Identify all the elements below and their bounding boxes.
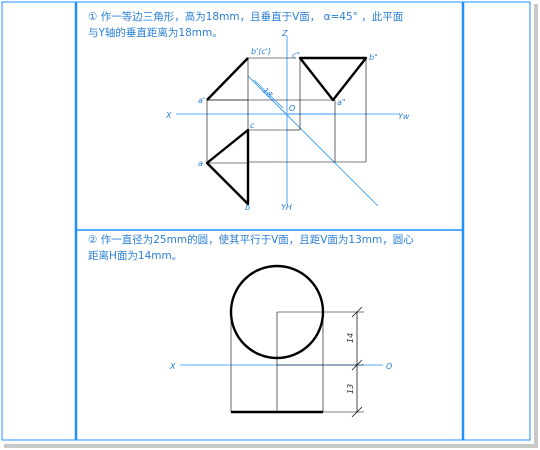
label-p2-x: X — [169, 362, 176, 371]
problem2-text-line2: 距离H面为14mm。 — [88, 250, 183, 262]
label-p2-o: O — [386, 362, 392, 371]
label-c: c — [250, 121, 255, 130]
problem1-text-line2: 与Y轴的垂直距离为18mm。 — [88, 27, 223, 39]
label-b-double-prime: b" — [369, 53, 378, 62]
label-a: a — [198, 159, 203, 168]
label-z: Z — [281, 29, 288, 38]
p1-projection-lines — [206, 57, 367, 164]
problem2-text-line1: ② 作一直径为25mm的圆，使其平行于V面，且距V面为13mm，圆心 — [88, 234, 414, 246]
label-a-double-prime: a" — [337, 98, 346, 107]
label-yh: YH — [281, 203, 292, 212]
label-dim-13: 13 — [346, 384, 355, 394]
p1-45deg-line — [247, 75, 379, 207]
label-b-prime-c-prime: b'(c') — [251, 47, 271, 56]
problem1-drawing: Z X O Yw YH b'(c') c" b" a' a" c a b 18 — [165, 29, 410, 212]
page-background — [0, 0, 534, 444]
problem1-text-line1: ① 作一等边三角形，高为18mm，且垂直于V面， α=45° ，此平面 — [88, 11, 404, 23]
label-a-prime: a' — [198, 96, 205, 105]
label-dim-14: 14 — [346, 333, 355, 343]
label-b: b — [245, 203, 250, 212]
p2-dimensions — [351, 306, 363, 418]
label-yw: Yw — [398, 112, 410, 121]
label-c-double-prime: c" — [292, 51, 300, 60]
p1-triangle-views — [205, 56, 368, 206]
p1-dim18-line — [253, 79, 284, 109]
problem2-drawing: 14 13 X O — [169, 264, 392, 418]
outer-frame — [1, 1, 531, 441]
label-o: O — [289, 104, 295, 113]
label-x: X — [165, 111, 172, 120]
